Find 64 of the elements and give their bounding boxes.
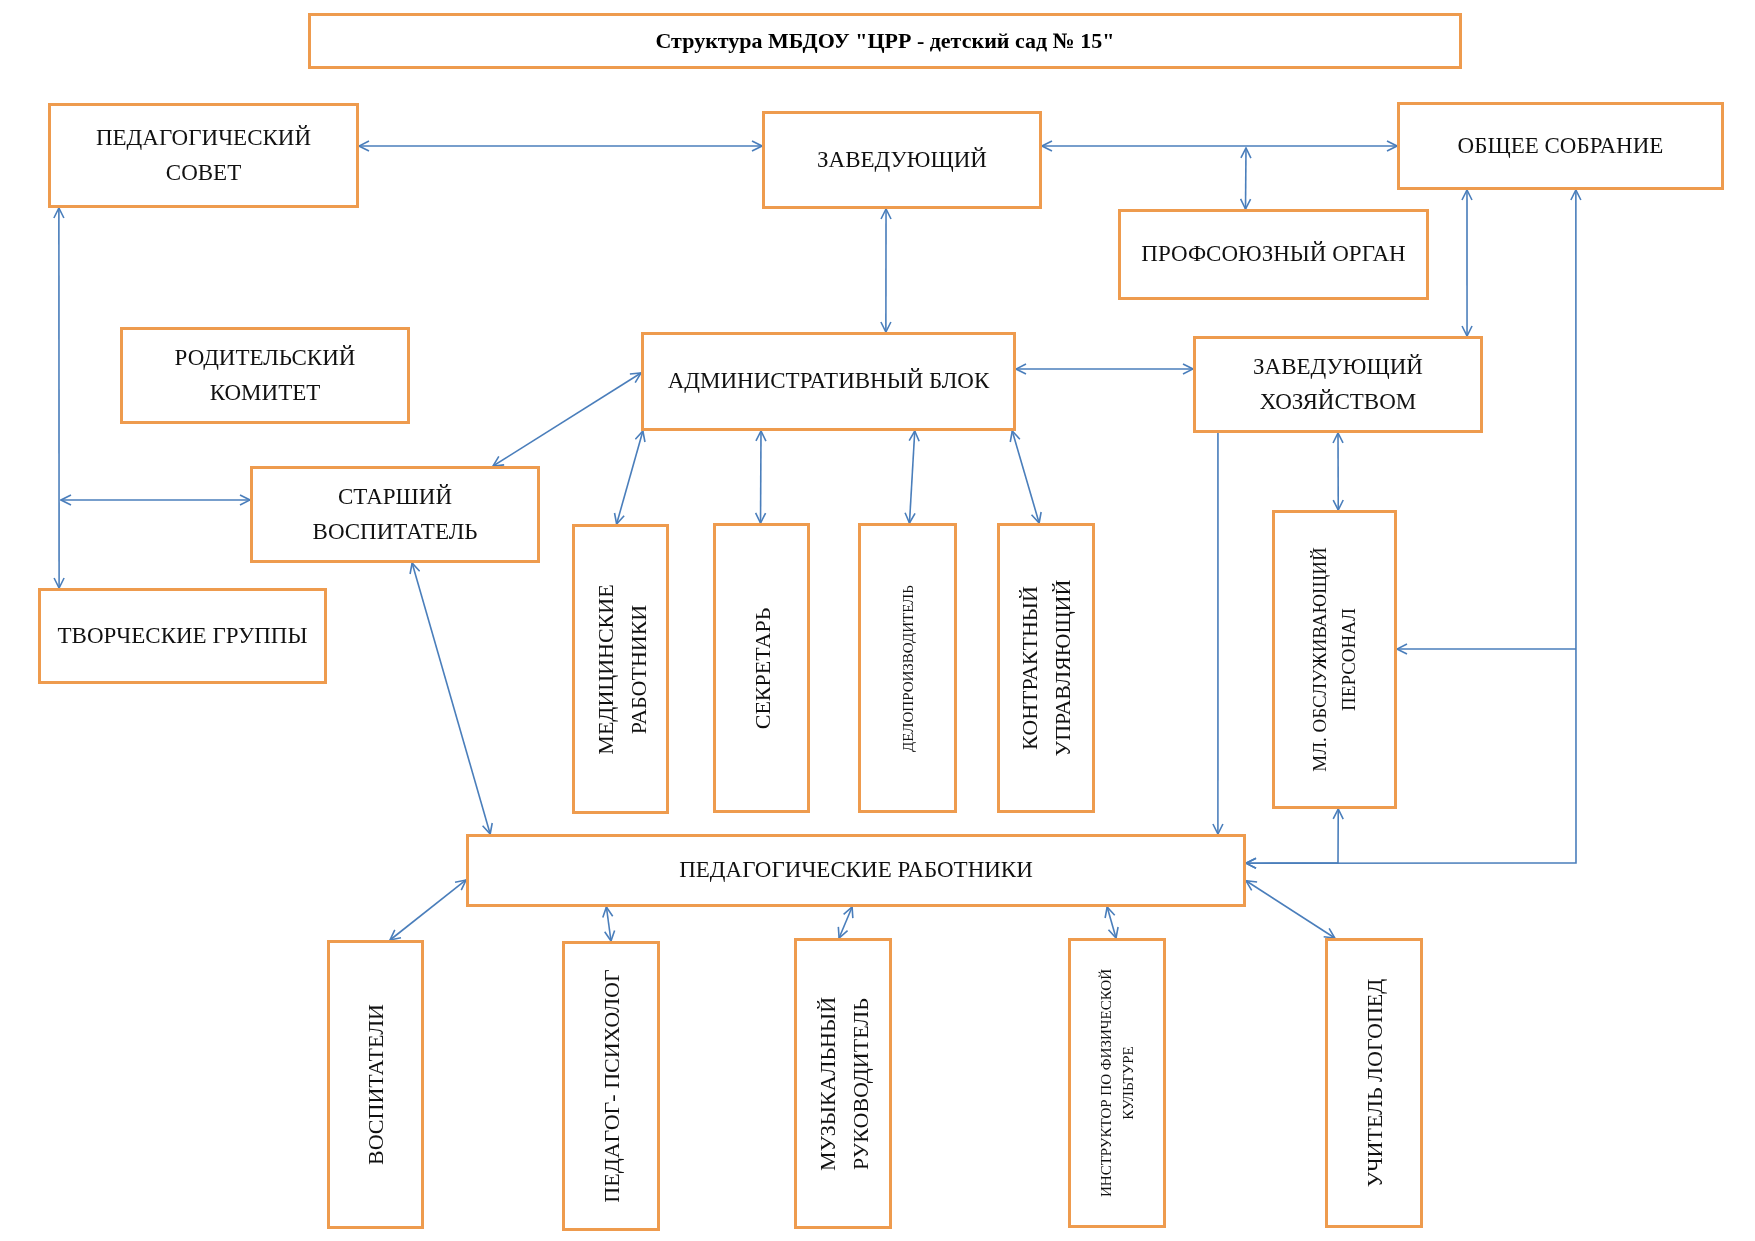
org-unit-box <box>1068 938 1166 1228</box>
org-unit-box <box>641 332 1016 431</box>
org-unit-box <box>713 523 810 813</box>
connector-arrow <box>1245 189 1582 869</box>
connector-arrow <box>53 207 65 589</box>
connector-arrow <box>1104 906 1119 939</box>
unit-name: ПЕДАГОГ- ПСИХОЛОГ <box>597 968 625 1205</box>
unit-name: ЗАВЕДУЮЩИЙ <box>816 145 988 174</box>
unit-name: ЗАВЕДУЮЩИЙ ХОЗЯЙСТВОМ <box>1252 353 1424 416</box>
connector-arrow <box>389 879 467 941</box>
org-unit-box <box>48 103 359 208</box>
unit-name: ПРОФСОЮЗНЫЙ ОРГАН <box>1140 240 1407 269</box>
connector-arrow <box>1461 189 1473 337</box>
unit-name: УЧИТЕЛЬ ЛОГОПЕД <box>1360 977 1388 1190</box>
connector-arrow <box>837 906 854 939</box>
connector-arrow <box>60 494 251 506</box>
unit-name: ПЕДАГОГИЧЕСКИЕ РАБОТНИКИ <box>678 856 1034 885</box>
unit-name: МУЗЫКАЛЬНЫЙ РУКОВОДИТЕЛЬ <box>813 995 874 1173</box>
unit-name: ВОСПИТАТЕЛИ <box>362 1003 389 1167</box>
unit-name: АДМИНИСТРАТИВНЫЙ БЛОК <box>666 367 991 396</box>
connector-arrow <box>358 140 763 152</box>
org-unit-box <box>562 941 660 1231</box>
org-unit-box <box>120 327 410 424</box>
connector-arrow <box>1332 432 1344 511</box>
unit-name: РОДИТЕЛЬСКИЙ КОМИТЕТ <box>173 344 357 407</box>
connector-arrow <box>1212 432 1224 835</box>
unit-name: ИНСТРУКТОР ПО ФИЗИЧЕСКОЙ КУЛЬТУРЕ <box>1096 968 1137 1199</box>
org-unit-box <box>794 938 892 1229</box>
unit-name: МЛ. ОБСЛУЖИВАЮЩИЙ ПЕРСОНАЛ <box>1308 546 1360 774</box>
unit-name: МЕДИЦИНСКИЕ РАБОТНИКИ <box>590 582 651 757</box>
org-unit-box <box>858 523 957 813</box>
title-box: Структура МБДОУ "ЦРР - детский сад № 15" <box>308 13 1462 69</box>
org-unit-box <box>1118 209 1429 300</box>
connector-arrow <box>1245 879 1336 939</box>
connector-arrow <box>904 430 920 524</box>
connector-arrow <box>613 430 646 525</box>
connector-arrow <box>754 430 767 524</box>
org-unit-box <box>327 940 424 1229</box>
unit-name: ТВОРЧЕСКИЕ ГРУППЫ <box>56 621 309 650</box>
connector-arrow <box>1009 430 1042 524</box>
org-unit-box <box>250 466 540 563</box>
connector-arrow <box>1239 147 1252 210</box>
org-unit-box <box>1193 336 1483 433</box>
unit-name: СТАРШИЙ ВОСПИТАТЕЛЬ <box>311 483 479 546</box>
unit-name: ПЕДАГОГИЧЕСКИЙ СОВЕТ <box>94 124 313 187</box>
org-unit-box <box>762 111 1042 209</box>
org-unit-box <box>1272 510 1397 809</box>
org-unit-box <box>1397 102 1724 190</box>
org-unit-box <box>466 834 1246 907</box>
unit-name: ОБЩЕЕ СОБРАНИЕ <box>1456 131 1665 160</box>
connector-arrow <box>1396 643 1577 655</box>
unit-name: КОНТРАКТНЫЙ УПРАВЛЯЮЩИЙ <box>1016 578 1076 759</box>
org-unit-box <box>38 588 327 684</box>
connector-arrow <box>602 906 616 942</box>
connector-arrow <box>1041 140 1398 152</box>
org-unit-box <box>1325 938 1423 1228</box>
connector-arrow <box>492 372 642 467</box>
unit-name: ДЕЛОПРОИЗВОДИТЕЛЬ <box>898 583 917 754</box>
connector-arrow <box>409 562 493 835</box>
org-unit-box <box>572 524 669 814</box>
connector-arrow <box>880 208 892 333</box>
unit-name: СЕКРЕТАРЬ <box>748 606 775 731</box>
org-unit-box <box>997 523 1095 813</box>
connector-arrow <box>1015 363 1194 375</box>
